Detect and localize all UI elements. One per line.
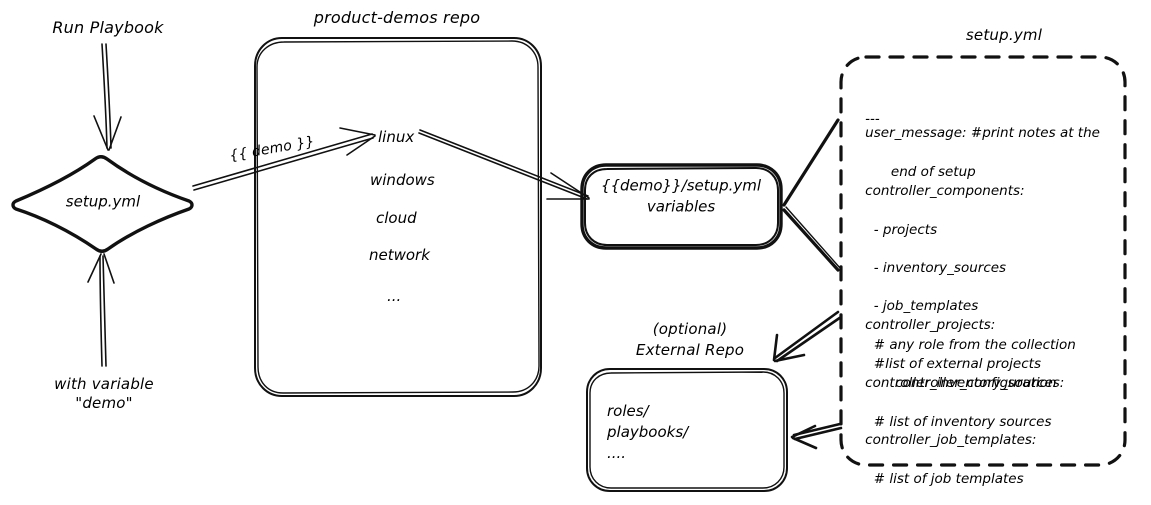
code-line: --- [865, 111, 880, 128]
variables-node-label-line1: {{demo}}/setup.yml [600, 176, 762, 195]
arrow-projects-to-external-repo [772, 310, 843, 363]
repo-item-cloud[interactable]: cloud [376, 209, 417, 227]
external-repo-item-roles[interactable]: roles/ [607, 402, 649, 420]
external-repo-title-line2: External Repo [635, 341, 745, 359]
code-block-doc-start: --- [848, 91, 880, 149]
code-line: # any role from the collection [865, 336, 1076, 353]
label-with-variable-line2: "demo" [75, 394, 133, 412]
code-block-controller-projects: controller_projects: #list of external p… [848, 297, 1041, 393]
code-line: - inventory_sources [865, 260, 1007, 277]
code-line: controller_inventory_sources: [865, 375, 1065, 392]
code-line: - projects [865, 221, 938, 238]
arrow-linux-to-variables [418, 129, 590, 200]
repo-item-linux[interactable]: linux [378, 128, 415, 146]
code-block-user-message: user_message: #print notes at the end of… [848, 105, 1100, 201]
code-line: controller_job_templates: [865, 432, 1037, 449]
arrow-job-templates-to-external-repo [790, 422, 843, 450]
code-line: end of setup [865, 163, 976, 180]
external-repo-item-playbooks[interactable]: playbooks/ [607, 423, 689, 441]
arrow-run-playbook [93, 43, 122, 151]
decision-node-label: setup.yml [65, 192, 141, 211]
code-line: # list of inventory sources [865, 413, 1052, 430]
external-repo-title-line1: (optional) [652, 320, 728, 338]
code-line: user_message: #print notes at the [865, 125, 1100, 142]
code-line: #list of external projects [865, 355, 1041, 372]
arrow-demo-to-linux [192, 127, 376, 191]
repo-item-windows[interactable]: windows [370, 171, 435, 189]
connector-panel-to-variables [782, 118, 841, 272]
label-with-variable-line1: with variable [54, 375, 154, 393]
code-line: # list of job templates [865, 470, 1024, 487]
repo-item-network[interactable]: network [369, 246, 430, 264]
code-block-controller-inventory-sources: controller_inventory_sources: # list of … [848, 355, 1064, 451]
label-run-playbook: Run Playbook [52, 18, 164, 37]
code-line: controller_configuration [865, 375, 1057, 392]
external-repo-item-ellipsis: .... [607, 444, 627, 462]
code-line: controller_projects: [865, 317, 996, 334]
setup-yml-panel-title: setup.yml [965, 26, 1043, 44]
variables-node-label-line2: variables [646, 197, 716, 216]
code-line: controller_components: [865, 183, 1025, 200]
code-line: - job_templates [865, 298, 979, 315]
repo-item-ellipsis: ... [387, 287, 402, 305]
code-block-controller-job-templates: controller_job_templates: # list of job … [848, 412, 1036, 505]
repo-box-title: product-demos repo [313, 8, 481, 27]
arrow-with-variable [87, 253, 115, 367]
code-block-controller-components: controller_components: - projects - inve… [848, 163, 1076, 413]
edge-label-demo-variable: {{ demo }} [228, 133, 316, 165]
